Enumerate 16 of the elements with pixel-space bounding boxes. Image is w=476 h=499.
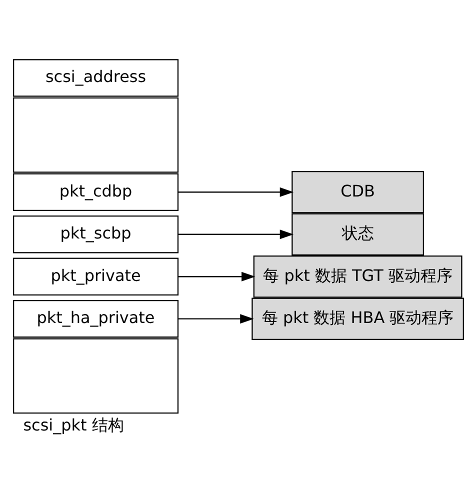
node-box: pkt_cdbp: [12, 173, 178, 211]
node-box: 状态: [291, 213, 424, 256]
node-box: pkt_scbp: [12, 216, 178, 254]
arrow: [178, 272, 255, 282]
caption: scsi_pkt 结构: [22, 415, 124, 434]
node-box: 每 pkt 数据 HBA 驱动程序: [251, 298, 464, 340]
node-box: pkt_ha_private: [12, 300, 178, 338]
node-box: scsi_address: [12, 59, 178, 97]
node-box: pkt_private: [12, 258, 178, 296]
node-box: [12, 338, 178, 414]
node-box: CDB: [291, 171, 424, 214]
arrow: [178, 187, 294, 197]
node-box: 每 pkt 数据 TGT 驱动程序: [252, 256, 462, 298]
arrow: [178, 230, 294, 240]
node-box: [12, 97, 178, 173]
arrow: [178, 314, 254, 324]
